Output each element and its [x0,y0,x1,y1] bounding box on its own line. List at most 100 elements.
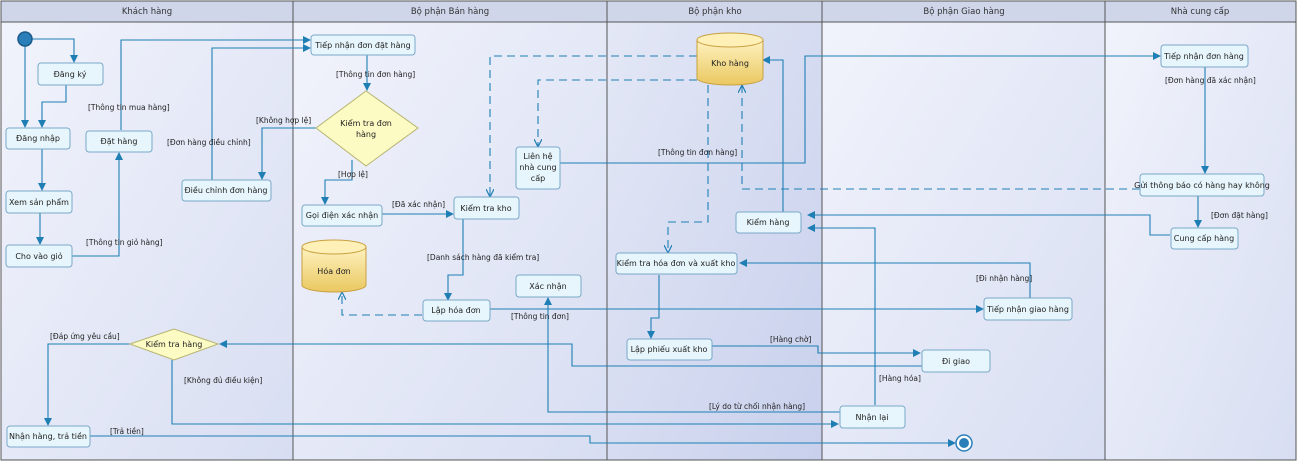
label-danh-sach-hang: [Danh sách hàng đã kiểm tra] [427,253,539,262]
node-nhan-lai-label: Nhận lại [856,413,889,423]
node-ncc-tiep-nhan-don-hang[interactable]: Tiếp nhận đơn hàng [1160,44,1249,68]
node-lien-he-ncc[interactable]: Liên hệ nhà cung cấp [515,146,561,190]
edge-kiemhang-khohang [762,56,784,212]
node-cho-vao-gio[interactable]: Cho vào giỏ [5,244,73,268]
label-hop-le: [Hợp lệ] [338,170,368,179]
node-dieu-chinh-don-hang[interactable]: Điều chỉnh đơn hàng [181,179,272,202]
node-kiem-tra-don-hang[interactable]: Kiểm tra đơn hàng [315,90,419,167]
node-gui-thong-bao-label: Gửi thông báo có hàng hay không [1134,180,1270,190]
node-tiep-nhan-don-dat-hang-label: Tiếp nhận đơn đặt hàng [314,40,410,51]
node-cho-vao-gio-label: Cho vào giỏ [15,251,62,261]
node-goi-dien-xac-nhan[interactable]: Gọi điện xác nhận [301,204,383,227]
node-xem-san-pham[interactable]: Xem sản phẩm [5,190,73,214]
node-cung-cap-hang[interactable]: Cung cấp hàng [1170,227,1239,250]
node-tiep-nhan-giao-hang[interactable]: Tiếp nhận giao hàng [983,297,1073,321]
lane-title-warehouse: Bộ phận kho [688,6,741,17]
node-di-giao-label: Đi giao [942,357,970,366]
lane-delivery [821,0,1106,461]
edge-tiepnhangiao-xuatkho [739,259,1031,298]
label-don-hang-da-xac-nhan: [Đơn hàng đã xác nhận] [1165,76,1256,85]
lane-title-delivery: Bộ phận Giao hàng [923,6,1004,17]
edge-khohang-lienhe [538,79,697,146]
edge-start-dangky [32,38,78,63]
node-dat-hang[interactable]: Đặt hàng [85,130,153,153]
label-khong-du-dieu-kien: [Không đủ điều kiện] [184,376,262,385]
node-tiep-nhan-don-dat-hang[interactable]: Tiếp nhận đơn đặt hàng [310,34,416,56]
node-kiem-hang-label: Kiểm hàng [747,217,790,227]
edge-khohang-kiemtrakho [490,55,697,196]
label-da-xac-nhan: [Đã xác nhận] [392,200,445,209]
lane-title-supplier: Nhà cung cấp [1171,6,1229,17]
label-thong-tin-don-hang-kho: [Thông tin đơn hàng] [658,148,737,157]
edge-laphoadon-hoadon [342,293,422,316]
node-kiem-tra-hang[interactable]: Kiểm tra hàng [128,328,220,361]
node-kiem-tra-kho[interactable]: Kiểm tra kho [453,196,520,220]
node-di-giao[interactable]: Đi giao [921,349,991,373]
edge-nhanhang-end [90,435,956,447]
label-don-hang-dieu-chinh: [Đơn hàng điều chỉnh] [167,138,251,147]
edge-lienhe-ncc [560,52,1161,164]
edge-xuatkho-lapphieu [647,275,660,339]
start-node[interactable] [17,31,33,47]
edge-nhanlai-xacnhan [544,297,840,413]
node-kiem-tra-hoa-don-xuat-kho[interactable]: Kiểm tra hóa đơn và xuất kho [615,252,738,275]
flow-edges [21,36,1209,447]
node-kiem-hang[interactable]: Kiểm hàng [735,211,802,234]
node-gui-thong-bao[interactable]: Gửi thông báo có hàng hay không [1134,173,1270,197]
node-tiep-nhan-giao-hang-label: Tiếp nhận giao hàng [986,304,1069,315]
edge-kiemtrahang-nhanhang [44,343,130,426]
label-ly-do-tu-choi: [Lý do từ chối nhận hàng] [709,402,805,411]
node-cung-cap-hang-label: Cung cấp hàng [1174,233,1234,243]
node-kiem-tra-hang-label: Kiểm tra hàng [146,339,203,349]
node-lien-he-line2: nhà cung [519,163,556,172]
node-xac-nhan[interactable]: Xác nhận [515,274,582,298]
node-nhan-lai[interactable]: Nhận lại [839,405,906,429]
edge-nhanlai-kiemhang [807,224,876,405]
node-nhan-hang-label: Nhận hàng, trả tiền [9,431,87,442]
label-di-nhan-hang: [Đi nhận hàng] [976,274,1032,283]
end-node[interactable] [955,434,973,452]
label-thong-tin-gio-hang: [Thông tin giỏ hàng] [86,238,163,247]
edge-kiemtrakho-laphoadon [444,219,464,301]
node-lap-phieu-xuat-kho-label: Lập phiếu xuất kho [631,344,708,355]
node-lien-he-line1: Liên hệ [523,151,552,161]
label-thong-tin-don: [Thông tin đơn] [511,312,569,321]
node-lien-he-line3: cấp [531,173,545,183]
label-hang-hoa: [Hàng hóa] [879,374,921,383]
edge-kiemtrahang-nhanlai [171,360,839,428]
node-kho-hang-label: Kho hàng [711,59,749,68]
nodes: Đăng ký Đăng nhập Đặt hàng Xem sản phẩm … [5,31,1270,452]
node-dieu-chinh-don-hang-label: Điều chỉnh đơn hàng [184,185,267,195]
edge-dathang-tiepnhan [120,36,311,130]
edge-dangky-dangnhap [38,85,67,128]
edge-gio-dathang [72,152,123,257]
node-dat-hang-label: Đặt hàng [101,137,138,147]
edge-kiemtradon-dieuchinh [258,127,316,180]
node-ncc-tiep-nhan-don-hang-label: Tiếp nhận đơn hàng [1163,51,1244,62]
label-thong-tin-don-hang: [Thông tin đơn hàng] [336,70,415,79]
label-dap-ung-yeu-cau: [Đáp ứng yêu cầu] [50,332,120,341]
lane-title-customer: Khách hàng [122,7,172,17]
label-khong-hop-le: [Không hợp lệ] [256,116,311,125]
node-hoa-don[interactable]: Hóa đơn [301,239,367,293]
edge-kiemtradon-goidien [321,160,353,205]
node-goi-dien-xac-nhan-label: Gọi điện xác nhận [306,210,378,221]
node-kiem-tra-hoa-don-xuat-kho-label: Kiểm tra hóa đơn và xuất kho [617,258,736,268]
node-lap-hoa-don-label: Lập hóa đơn [431,305,480,316]
node-kiem-tra-don-hang-line1: Kiểm tra đơn [340,118,392,128]
node-nhan-hang[interactable]: Nhận hàng, trả tiền [6,425,91,448]
node-dang-nhap[interactable]: Đăng nhập [5,127,71,150]
node-lap-phieu-xuat-kho[interactable]: Lập phiếu xuất kho [626,338,713,361]
node-lap-hoa-don[interactable]: Lập hóa đơn [422,299,491,322]
label-thong-tin-mua-hang: [Thông tin mua hàng] [88,103,170,112]
label-hang-cho: [Hàng chờ] [770,335,812,344]
node-hoa-don-label: Hóa đơn [317,266,350,276]
node-kho-hang[interactable]: Kho hàng [696,32,764,86]
lane-sales [292,0,608,461]
node-dang-ky[interactable]: Đăng ký [37,62,104,86]
node-kiem-tra-kho-label: Kiểm tra kho [460,203,511,213]
edge-digiao-kiemtrahang [219,340,924,367]
edge-labels: [Thông tin mua hàng] [Thông tin giỏ hàng… [50,70,1268,436]
